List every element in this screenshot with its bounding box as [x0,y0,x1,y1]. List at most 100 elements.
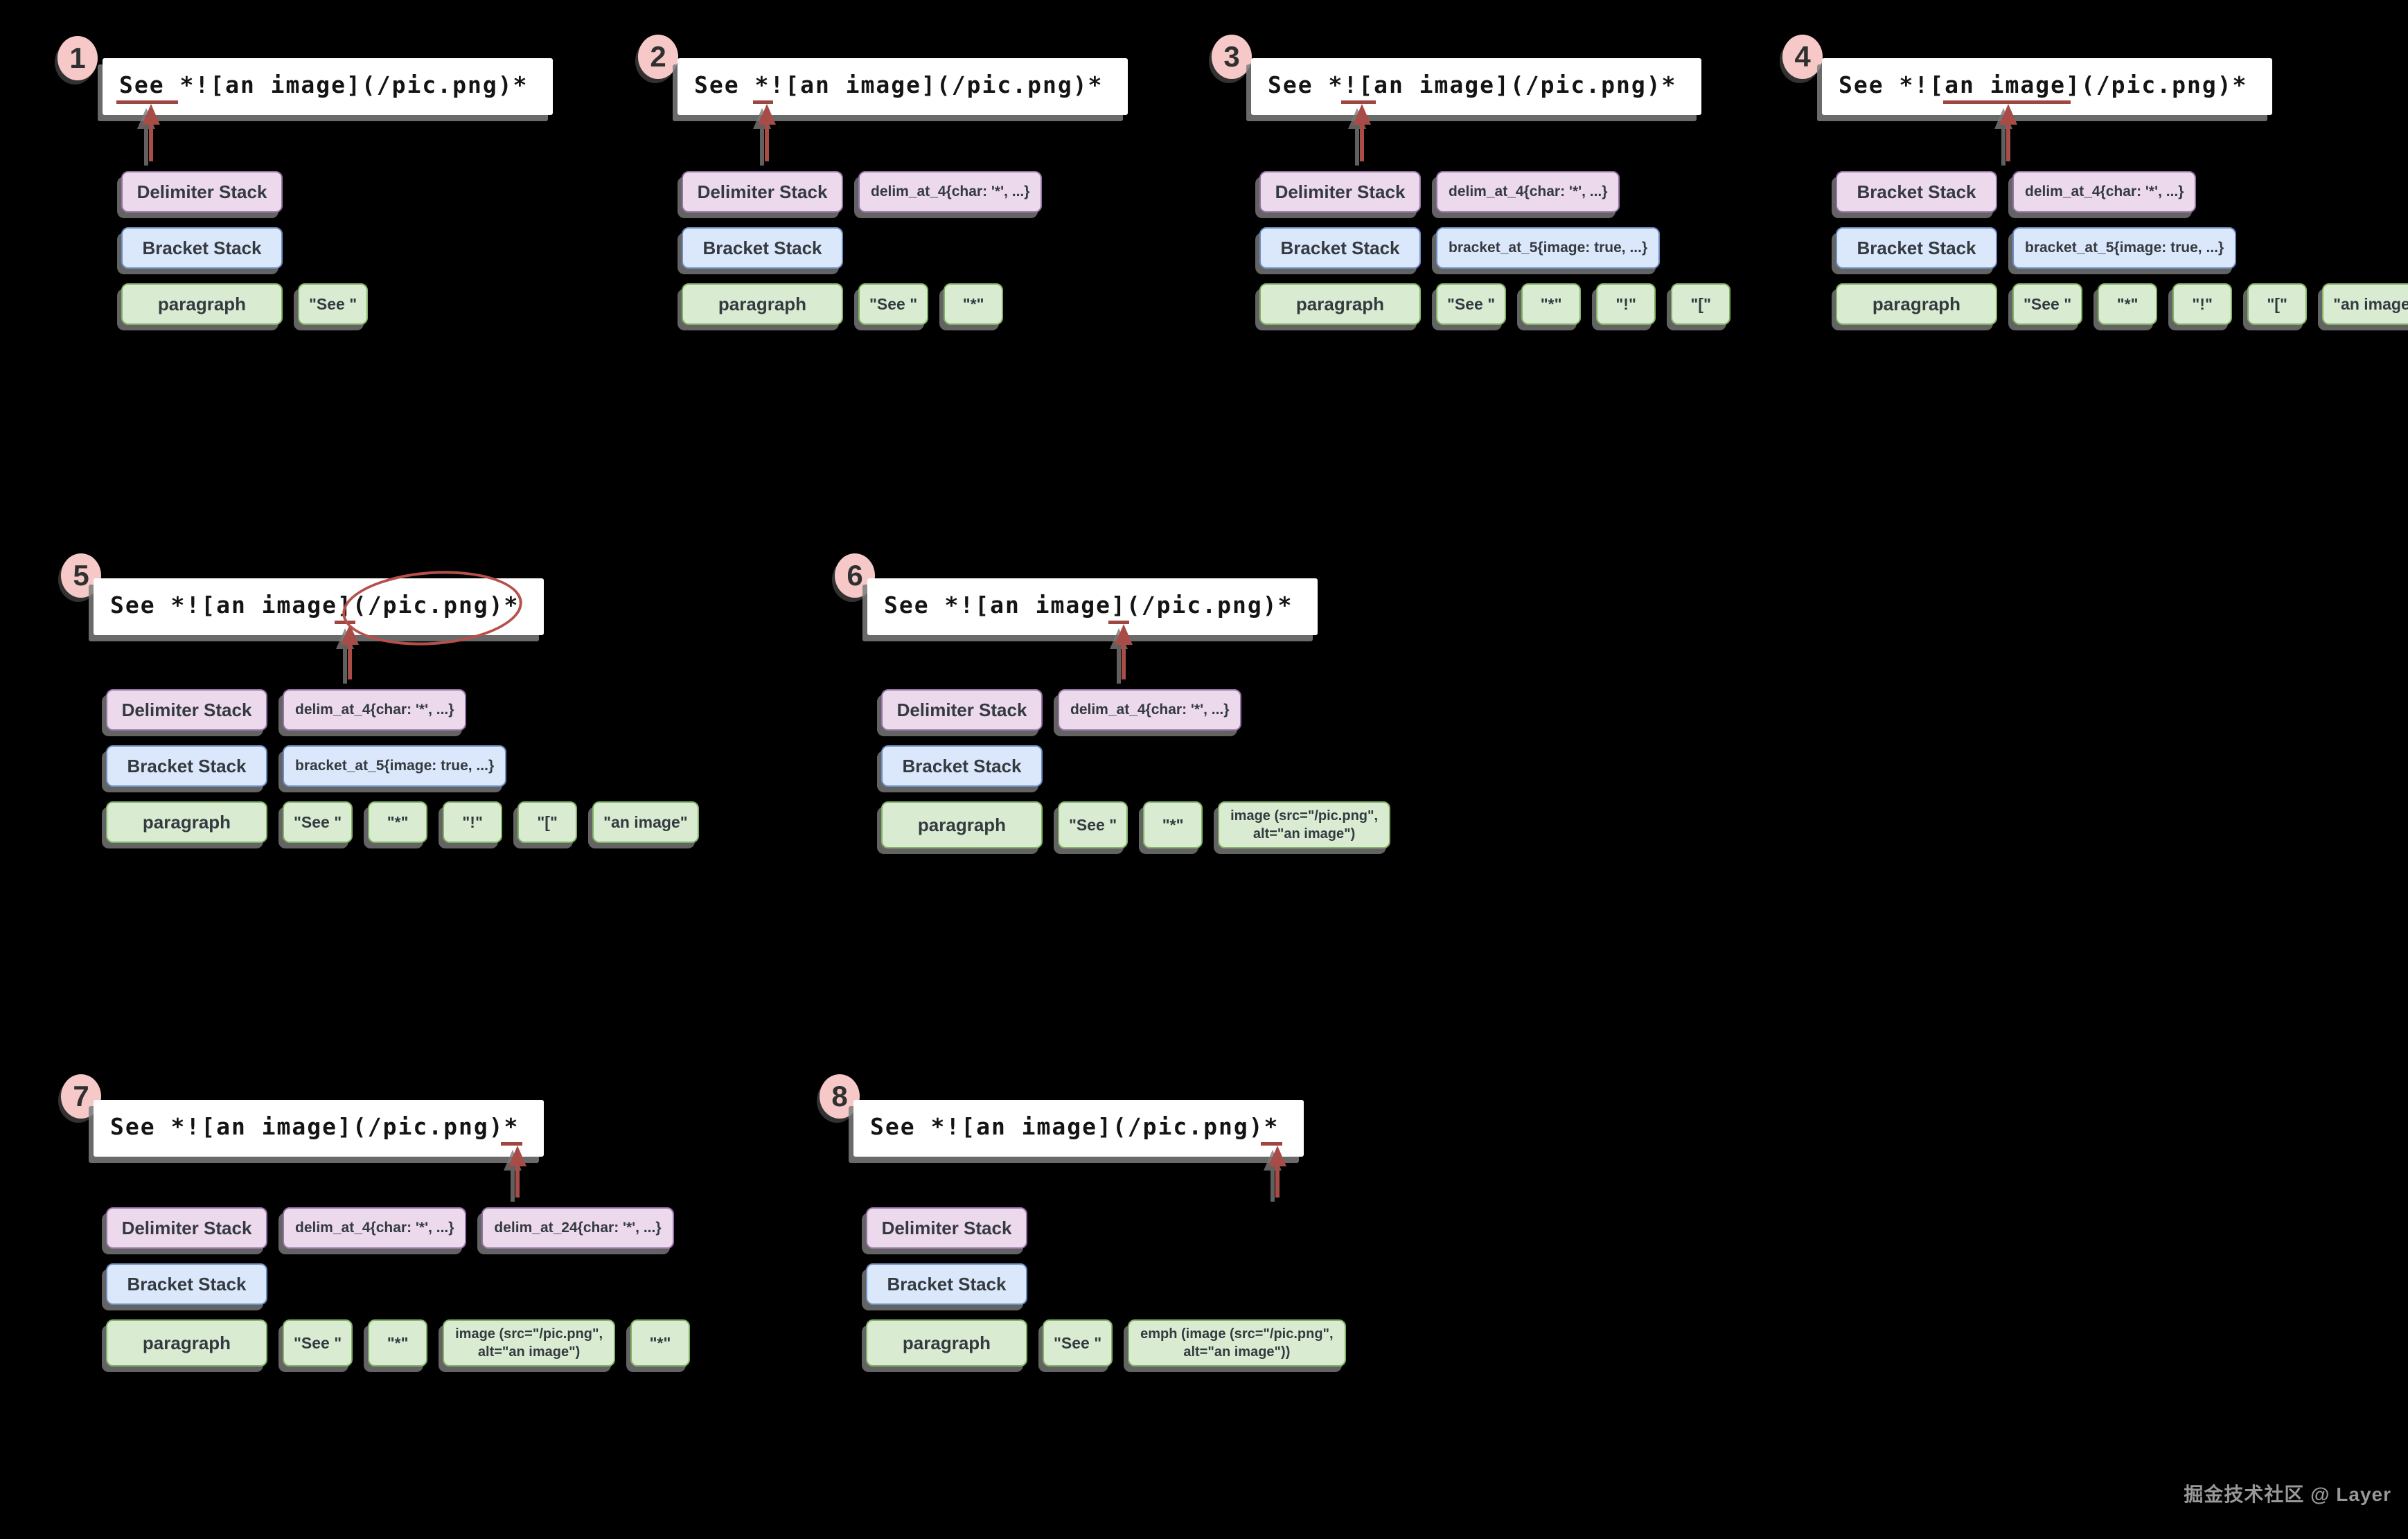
paragraph-token: "See " [283,1319,353,1367]
paragraph-token: "[" [517,801,578,843]
delimiter-stack-label: Delimiter Stack [881,689,1043,731]
arrow-head [1268,1146,1287,1166]
position-underline [753,100,773,104]
bracket-stack-label: Bracket Stack [682,227,843,269]
bracket-row: Bracket Stack [866,1263,1027,1305]
source-text: See *![an image](/pic.png)* [119,71,529,99]
paragraph-stack-label: paragraph [866,1319,1027,1367]
bracket-row: Bracket Stack [682,227,843,269]
paragraph-token: "!" [2172,283,2233,325]
position-underline [1942,100,2071,104]
arrow-shaft [515,1166,520,1198]
arrow-head [141,104,160,125]
paragraph-token: "an image" [2322,283,2408,325]
source-text: See *![an image](/pic.png)* [110,591,520,619]
paragraph-token: image (src="/pic.png", alt="an image") [443,1319,616,1367]
delimiter-stack-label: Delimiter Stack [1259,171,1421,213]
paragraph-token: "*" [944,283,1004,325]
paragraph-token: "!" [443,801,503,843]
paragraph-row: paragraph "See " [121,283,369,325]
pointer-arrow [1268,1146,1287,1198]
bracket-stack-entry: bracket_at_5{image: true, ...} [2012,227,2237,269]
position-underline [501,1142,522,1146]
paragraph-token: "*" [368,801,428,843]
step-number: 1 [69,42,86,74]
step-badge: 2 [638,35,678,79]
position-underline [1108,621,1130,624]
arrow-head [1999,104,2017,125]
paragraph-token: "[" [1671,283,1731,325]
arrow-head [508,1146,527,1166]
paragraph-token: "*" [1143,801,1203,848]
paragraph-stack-label: paragraph [881,801,1043,848]
paragraph-token: "See " [298,283,369,325]
bracket-stack-entry: bracket_at_5{image: true, ...} [283,745,507,787]
watermark: 掘金技术社区 @ Layer [2184,1484,2391,1505]
paragraph-row: paragraph"See ""*" [682,283,1004,325]
paragraph-row: paragraph"See ""*""!""[""an image" [106,801,699,843]
step-badge: 8 [820,1074,860,1119]
arrow-head [340,624,359,645]
delimiter-row: Delimiter Stack [866,1207,1027,1249]
paragraph-row: paragraph"See ""*""!""[" [1259,283,1731,325]
source-text: See *![an image](/pic.png)* [884,591,1293,619]
delimiter-stack-label: Delimiter Stack [106,689,267,731]
arrow-head [1114,624,1133,645]
bracket-stack-label: Bracket Stack [866,1263,1027,1305]
position-underline [334,621,356,624]
delimiter-stack-entry: delim_at_4{char: '*', ...} [283,1207,467,1249]
arrow-head [1352,104,1371,125]
delimiter-stack-label: Delimiter Stack [866,1207,1027,1249]
paragraph-stack-label: paragraph [1836,283,1997,325]
step-number: 5 [73,559,89,591]
step-number: 7 [73,1080,89,1112]
paragraph-stack-label: paragraph [121,283,283,325]
delimiter-stack-label: Bracket Stack [1836,171,1997,213]
delimiter-stack-entry: delim_at_24{char: '*', ...} [481,1207,674,1249]
source-text: See *![an image](/pic.png)* [870,1113,1280,1141]
source-text: See *![an image](/pic.png)* [110,1113,520,1141]
paragraph-stack-label: paragraph [106,801,267,843]
position-underline [1341,100,1376,104]
paragraph-token: "[" [2247,283,2308,325]
source-bar: See *![an image](/pic.png)* [867,578,1318,679]
delimiter-stack-label: Delimiter Stack [106,1207,267,1249]
paragraph-token: "See " [1436,283,1507,325]
pointer-arrow [340,624,359,679]
bracket-row: Bracket Stack [121,227,283,269]
bracket-stack-label: Bracket Stack [1259,227,1421,269]
delimiter-row: Delimiter Stack delim_at_4{char: '*', ...… [106,1207,674,1249]
paragraph-token: "*" [1521,283,1582,325]
source-text: See *![an image](/pic.png)* [1839,71,2248,99]
source-text: See *![an image](/pic.png)* [1268,71,1677,99]
bracket-stack-label: Bracket Stack [106,1263,267,1305]
arrow-shaft [347,645,352,679]
step-number: 6 [847,559,863,591]
bracket-row: Bracket Stack [106,1263,267,1305]
pointer-arrow [1352,104,1371,161]
pointer-arrow [1999,104,2017,161]
paragraph-token: "!" [1596,283,1656,325]
delimiter-stack-label: Delimiter Stack [682,171,843,213]
paragraph-token: "See " [283,801,353,843]
arrow-shaft [2006,125,2010,161]
source-bar: See *![an image](/pic.png)* [853,1100,1304,1198]
pointer-arrow [757,104,776,161]
paragraph-token: emph (image (src="/pic.png", alt="an ima… [1128,1319,1346,1367]
paragraph-stack-label: paragraph [682,283,843,325]
paragraph-row: paragraph"See ""*"image (src="/pic.png",… [881,801,1391,848]
arrow-shaft [1275,1166,1280,1198]
step-number: 4 [1794,40,1811,73]
paragraph-row: paragraph"See ""*"image (src="/pic.png",… [106,1319,691,1367]
paragraph-token: "*" [2098,283,2158,325]
pointer-arrow [141,104,160,161]
